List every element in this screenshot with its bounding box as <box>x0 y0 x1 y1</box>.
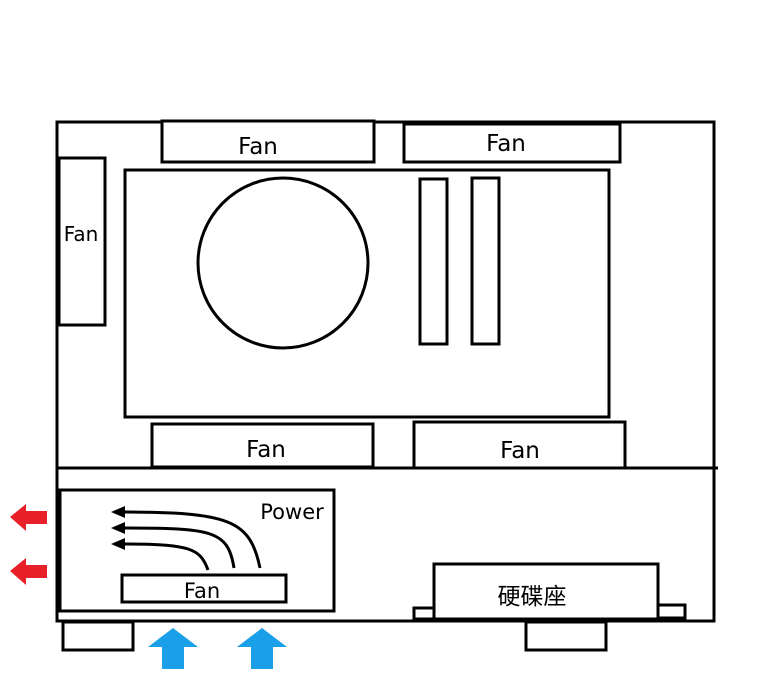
psu-arrowhead-1 <box>111 506 125 518</box>
cpu-cooler <box>196 176 370 350</box>
fan-top-right-label: Fan <box>486 131 526 157</box>
fan-bottom-left <box>150 422 375 469</box>
fan-top-left <box>160 119 376 164</box>
fan-top-left-label: Fan <box>238 134 278 160</box>
case-foot-right <box>524 620 608 652</box>
fan-bottom-left-label: Fan <box>246 437 286 463</box>
fan-bottom-right <box>412 420 627 470</box>
drive-bay <box>432 562 660 621</box>
psu-arrowhead-2 <box>111 522 125 534</box>
fan-side-label: Fan <box>64 222 99 246</box>
power-fan-label: Fan <box>184 579 220 603</box>
power-fan <box>120 573 288 604</box>
exhaust-arrow-lower <box>10 558 47 585</box>
psu-airflow-curve-2 <box>119 526 236 569</box>
drive-bay-mount-right <box>656 603 687 620</box>
psu-airflow-curve-1 <box>119 510 262 569</box>
intake-arrow-left <box>148 628 198 669</box>
motherboard <box>123 168 611 419</box>
case-foot-left <box>61 620 135 652</box>
power-supply <box>58 488 336 613</box>
psu-airflow-arrowheads <box>111 506 125 550</box>
exhaust-arrows <box>10 504 47 585</box>
ram-slot-1 <box>418 177 449 346</box>
power-label: Power <box>260 500 324 524</box>
exhaust-arrow-upper <box>10 504 47 531</box>
psu-airflow-arrows <box>119 510 262 571</box>
drive-bay-label: 硬碟座 <box>498 584 567 610</box>
case-outline <box>55 120 716 623</box>
fan-side <box>57 156 107 327</box>
fan-bottom-right-label: Fan <box>500 438 540 464</box>
fan-top-right <box>402 122 622 164</box>
intake-arrows <box>148 628 287 669</box>
intake-arrow-right <box>237 628 287 669</box>
psu-airflow-curve-3 <box>119 542 210 571</box>
psu-arrowhead-3 <box>111 538 125 550</box>
ram-slot-2 <box>470 176 501 346</box>
